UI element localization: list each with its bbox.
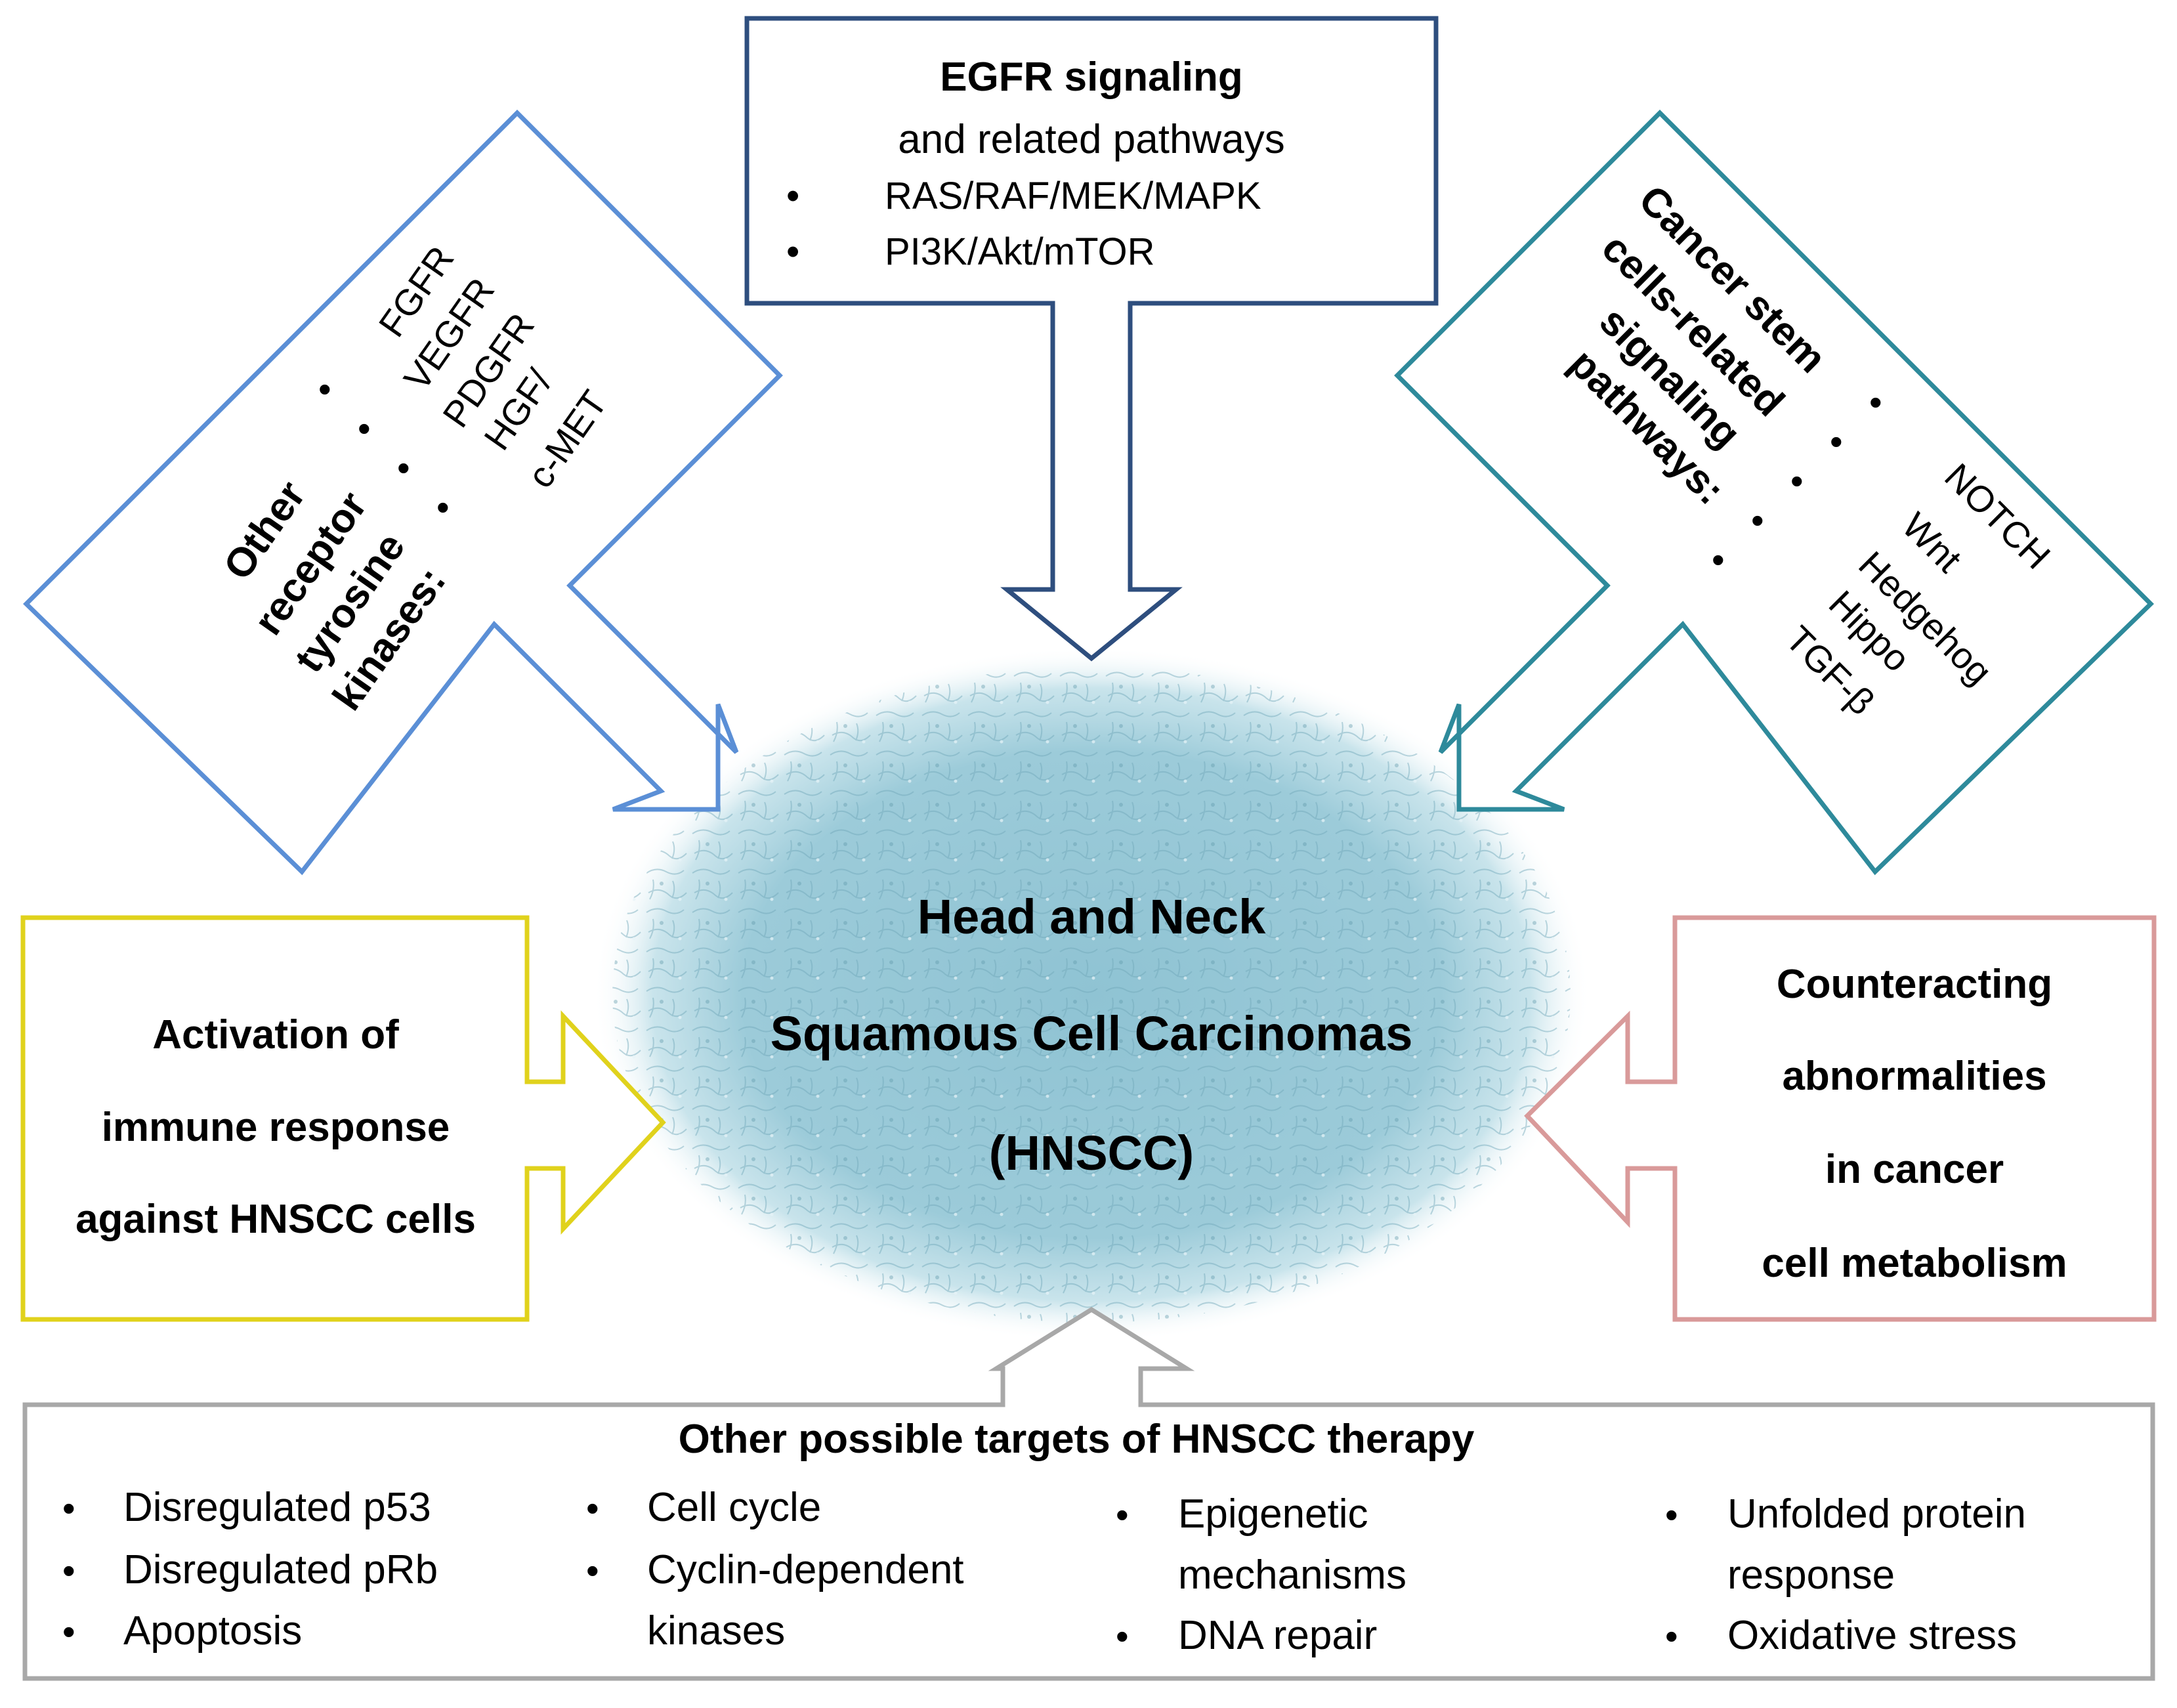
egfr-item: PI3K/Akt/mTOR — [885, 230, 1154, 273]
immune-line: against HNSCC cells — [75, 1197, 476, 1242]
rtk-arrow: Other receptor tyrosine kinases: • • • •… — [23, 110, 783, 876]
other-target-item: Epigenetic — [1178, 1491, 1368, 1537]
bullet-icon: • — [1869, 381, 1882, 423]
other-target-item: DNA repair — [1178, 1613, 1377, 1658]
immune-line: Activation of — [152, 1012, 399, 1057]
other-targets-outline — [22, 1306, 2155, 1681]
egfr-arrow-outline — [744, 16, 1439, 662]
other-target-item: Cyclin-dependent — [647, 1547, 964, 1592]
other-targets-arrow: Other possible targets of HNSCC therapy … — [22, 1306, 2155, 1681]
bullet-icon: • — [786, 230, 799, 273]
other-target-item: kinases — [647, 1608, 785, 1654]
metabolism-line: cell metabolism — [1762, 1241, 2067, 1286]
center-title-line: (HNSCC) — [989, 1126, 1194, 1180]
bullet-icon: • — [1116, 1615, 1129, 1657]
bullet-icon: • — [1830, 421, 1843, 462]
bullet-icon: • — [586, 1550, 599, 1591]
hnscc-center-label: Head and Neck Squamous Cell Carcinomas (… — [771, 889, 1413, 1180]
bullet-icon: • — [62, 1611, 75, 1652]
other-targets-title: Other possible targets of HNSCC therapy — [679, 1417, 1475, 1462]
metabolism-arrow-outline — [1524, 915, 2157, 1322]
stem-arrow: Cancer stem cells-related signaling path… — [1394, 110, 2154, 876]
other-target-item: Disregulated pRb — [123, 1547, 438, 1592]
other-target-item: Disregulated p53 — [123, 1485, 431, 1530]
bullet-icon: • — [436, 486, 450, 528]
bullet-icon: • — [318, 368, 331, 410]
bullet-icon: • — [62, 1550, 75, 1591]
center-title-line: Head and Neck — [918, 889, 1266, 944]
other-target-item: Apoptosis — [123, 1608, 302, 1654]
bullet-icon: • — [62, 1487, 75, 1529]
other-target-item: Cell cycle — [647, 1485, 821, 1530]
bullet-icon: • — [358, 408, 371, 449]
bullet-icon: • — [1665, 1494, 1678, 1535]
bullet-icon: • — [786, 175, 799, 217]
bullet-icon: • — [1790, 460, 1804, 502]
bullet-icon: • — [397, 447, 410, 488]
hnscc-cell-image — [593, 647, 1590, 1342]
egfr-subtitle: and related pathways — [898, 117, 1284, 162]
other-target-item: mechanisms — [1178, 1552, 1406, 1598]
bullet-icon: • — [1712, 539, 1725, 580]
egfr-title: EGFR signaling — [940, 54, 1243, 100]
immune-arrow-outline — [20, 915, 666, 1322]
egfr-item: RAS/RAF/MEK/MAPK — [885, 175, 1261, 217]
metabolism-line: in cancer — [1825, 1147, 2004, 1192]
bullet-icon: • — [1116, 1494, 1129, 1535]
metabolism-line: abnormalities — [1782, 1054, 2046, 1099]
metabolism-arrow: Counteracting abnormalities in cancer ce… — [1524, 915, 2157, 1322]
immune-arrow: Activation of immune response against HN… — [20, 915, 666, 1322]
other-target-item: response — [1727, 1552, 1895, 1598]
immune-line: immune response — [102, 1105, 450, 1150]
bullet-icon: • — [586, 1487, 599, 1529]
other-target-item: Oxidative stress — [1727, 1613, 2017, 1658]
bullet-icon: • — [1751, 500, 1764, 541]
stem-arrow-outline — [1394, 110, 2154, 876]
bullet-icon: • — [1665, 1615, 1678, 1657]
center-title-line: Squamous Cell Carcinomas — [771, 1006, 1413, 1061]
metabolism-line: Counteracting — [1777, 962, 2052, 1007]
other-target-item: Unfolded protein — [1727, 1491, 2026, 1537]
egfr-arrow: EGFR signaling and related pathways • RA… — [744, 16, 1439, 662]
rtk-arrow-outline — [23, 110, 783, 876]
